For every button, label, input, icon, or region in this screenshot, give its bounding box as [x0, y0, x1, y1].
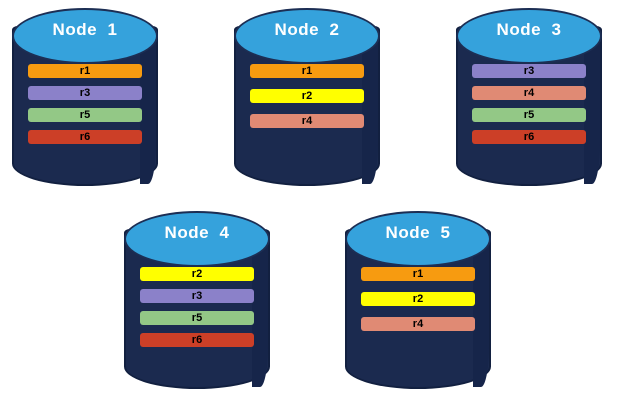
shard-bar[interactable]: r3	[28, 86, 142, 100]
shard-bar[interactable]: r5	[28, 108, 142, 122]
database-node-3[interactable]: Node 3 r3 r4 r5 r6	[456, 8, 602, 186]
shard-list: r2 r3 r5 r6	[124, 267, 270, 359]
node-label: Node 5	[385, 223, 451, 242]
shard-bar[interactable]: r1	[28, 64, 142, 78]
cylinder-top-icon	[124, 211, 270, 267]
node-label: Node 3	[496, 20, 562, 39]
shard-list: r1 r2 r4	[234, 64, 380, 156]
shard-bar[interactable]: r4	[250, 114, 364, 128]
shard-bar[interactable]: r3	[140, 289, 254, 303]
node-label: Node 4	[164, 223, 230, 242]
shard-list: r3 r4 r5 r6	[456, 64, 602, 156]
node-label: Node 2	[274, 20, 340, 39]
shard-list: r1 r3 r5 r6	[12, 64, 158, 156]
shard-bar[interactable]: r5	[140, 311, 254, 325]
cylinder-top-icon	[345, 211, 491, 267]
shard-bar[interactable]: r6	[140, 333, 254, 347]
node-label: Node 1	[52, 20, 118, 39]
shard-list: r1 r2 r4	[345, 267, 491, 359]
cylinder-top-icon	[456, 8, 602, 64]
database-node-5[interactable]: Node 5 r1 r2 r4	[345, 211, 491, 389]
shard-bar[interactable]: r5	[472, 108, 586, 122]
shard-bar[interactable]: r6	[472, 130, 586, 144]
shard-bar[interactable]: r2	[361, 292, 475, 306]
database-node-2[interactable]: Node 2 r1 r2 r4	[234, 8, 380, 186]
shard-bar[interactable]: r2	[250, 89, 364, 103]
shard-bar[interactable]: r1	[361, 267, 475, 281]
shard-bar[interactable]: r3	[472, 64, 586, 78]
cylinder-top-icon	[234, 8, 380, 64]
shard-bar[interactable]: r4	[472, 86, 586, 100]
shard-bar[interactable]: r1	[250, 64, 364, 78]
shard-bar[interactable]: r4	[361, 317, 475, 331]
database-node-1[interactable]: Node 1 r1 r3 r5 r6	[12, 8, 158, 186]
database-node-4[interactable]: Node 4 r2 r3 r5 r6	[124, 211, 270, 389]
shard-bar[interactable]: r6	[28, 130, 142, 144]
shard-bar[interactable]: r2	[140, 267, 254, 281]
cylinder-top-icon	[12, 8, 158, 64]
